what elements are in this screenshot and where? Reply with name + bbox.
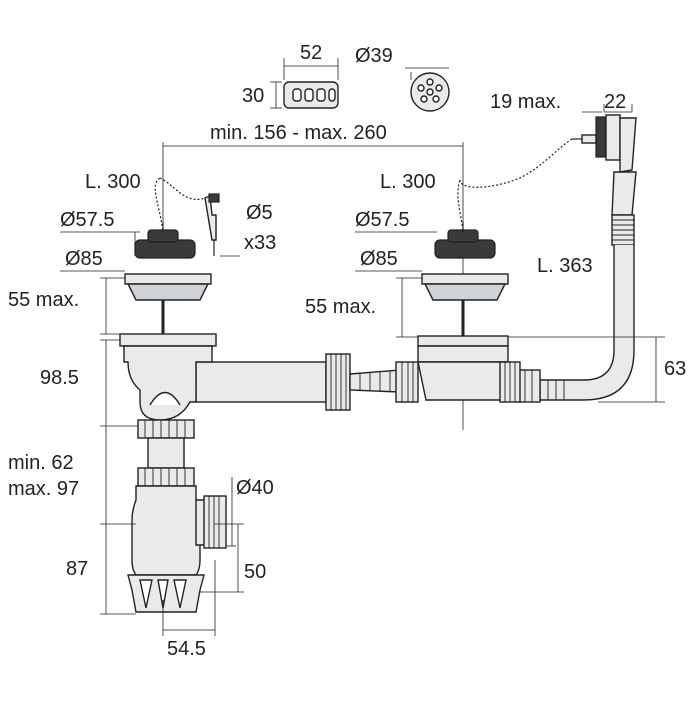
left-strainer <box>124 273 212 335</box>
outlet-height-dimension: 50 <box>200 523 266 593</box>
adjust-min-label: min. 62 <box>8 452 74 474</box>
overflow-plate <box>283 81 339 109</box>
trap-bottom-height-dimension: 87 <box>66 524 136 615</box>
overflow-dimensions: 22 19 max. <box>490 91 633 113</box>
left-strainer-diameter-label: Ø85 <box>65 248 103 270</box>
overflow-head <box>459 114 637 188</box>
adjustment-range-dimension: min. 62 max. 97 <box>8 426 136 525</box>
screw-diameter-label: Ø5 <box>246 202 273 224</box>
left-strainer-depth-label: 55 max. <box>8 289 79 311</box>
trap-bottle <box>131 485 206 576</box>
outlet-height-label: 50 <box>244 561 266 583</box>
overflow-width-label: 22 <box>604 91 626 113</box>
right-height-dimension: 63 <box>508 336 686 403</box>
overflow-plate-height-label: 30 <box>242 85 264 107</box>
right-strainer <box>421 273 509 338</box>
trap-nut-lower <box>137 467 195 487</box>
right-height-label: 63 <box>664 358 686 380</box>
outlet-offset-dimension: 54.5 <box>162 560 216 660</box>
right-chain-length-label: L. 300 <box>380 171 436 193</box>
right-plug-diameter-label: Ø57.5 <box>355 209 409 231</box>
outlet-diameter-label: Ø40 <box>236 477 274 499</box>
overflow-grid-diameter-dimension: Ø39 <box>355 45 449 80</box>
chain-screw <box>204 193 220 256</box>
trap-bottom-cap <box>127 574 205 613</box>
trap-outlet-nut <box>203 495 227 549</box>
overflow-grid-diameter-label: Ø39 <box>355 45 393 67</box>
left-chain-length-label: L. 300 <box>85 171 141 193</box>
overflow-plate-width-label: 52 <box>300 42 322 64</box>
right-strainer-diameter-label: Ø85 <box>360 248 398 270</box>
trap-bottom-height-label: 87 <box>66 558 88 580</box>
left-plug-diameter-label: Ø57.5 <box>60 209 114 231</box>
overflow-hose <box>517 171 637 403</box>
right-strainer-depth-dimension: 55 max. <box>305 277 422 338</box>
outlet-offset-label: 54.5 <box>167 638 206 660</box>
adjust-max-label: max. 97 <box>8 478 79 500</box>
right-outlet-body <box>417 335 521 403</box>
overflow-grid <box>410 72 450 112</box>
right-strainer-depth-label: 55 max. <box>305 296 376 318</box>
trap-adjustable-tube <box>147 437 185 469</box>
overflow-max-label: 19 max. <box>490 91 561 113</box>
left-plug-and-chain <box>134 177 206 259</box>
overflow-plate-width-dimension: 52 <box>283 42 339 80</box>
overflow-hose-length-label: L. 363 <box>537 255 593 277</box>
screw-length-label: x33 <box>244 232 276 254</box>
horizontal-connecting-pipe <box>195 353 419 411</box>
trap-nut-upper <box>137 419 195 439</box>
outlet-diameter-dimension: Ø40 <box>226 477 274 547</box>
overflow-plate-height-dimension: 30 <box>242 81 282 109</box>
left-trap-head <box>119 333 217 421</box>
trap-top-height-label: 98.5 <box>40 367 79 389</box>
left-strainer-depth-dimension: 55 max. <box>8 277 125 335</box>
right-plug-and-chain <box>434 179 496 259</box>
basin-spacing-label: min. 156 - max. 260 <box>210 122 387 144</box>
